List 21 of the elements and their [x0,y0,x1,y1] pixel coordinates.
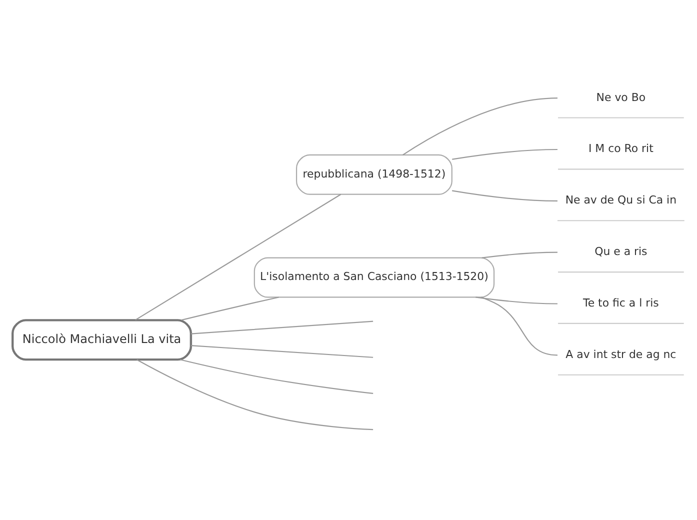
connector [181,296,279,321]
node-text: A av int str de ag nc [566,348,676,361]
connector [180,359,374,394]
node-box: repubblicana (1498-1512) [296,154,452,195]
connector [482,252,558,258]
connector [135,194,342,320]
connector [402,98,558,156]
connector [452,190,558,202]
node-box: Niccolò Machiavelli La vita [12,319,192,361]
node-text: Qu e a ris [594,245,648,258]
connector [481,296,558,356]
node-box: L'isolamento a San Casciano (1513-1520) [254,257,495,298]
node-text: I M co Ro rit [588,142,654,156]
connector [190,345,374,358]
connector [476,296,558,304]
connector [136,359,374,430]
node-text: Ne vo Bo [596,90,646,104]
node-text: Ne av de Qu si Ca in [565,194,677,207]
node-text: Te to fic a l ris [583,296,659,310]
connector [452,148,558,160]
connector [190,320,374,334]
